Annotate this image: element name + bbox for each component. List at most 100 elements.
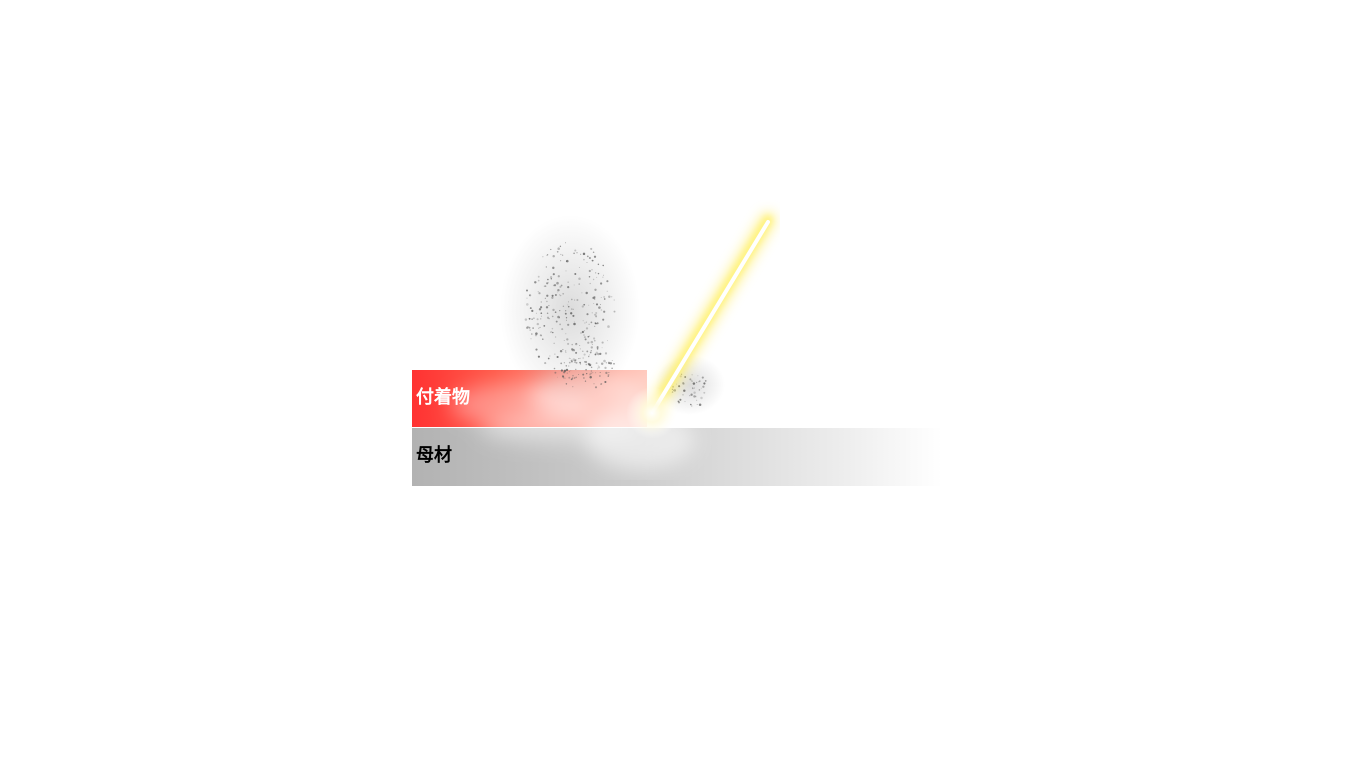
debris-particle	[529, 307, 532, 310]
debris-particle	[584, 360, 588, 364]
debris-particle	[565, 351, 567, 353]
debris-particle	[578, 267, 580, 268]
debris-particle	[586, 255, 589, 258]
debris-particle	[578, 277, 581, 281]
debris-particle	[547, 357, 550, 360]
debris-particle	[575, 343, 577, 345]
debris-particle	[551, 315, 554, 318]
debris-particle	[570, 348, 574, 351]
debris-particle	[575, 351, 578, 354]
debris-particle	[570, 312, 573, 315]
debris-particle	[593, 303, 595, 304]
debris-particle	[556, 250, 559, 253]
debris-particle	[539, 334, 542, 337]
debris-particle	[595, 315, 598, 318]
debris-particle	[595, 372, 597, 374]
base-material-label: 母材	[416, 445, 452, 466]
debris-particle	[594, 322, 597, 324]
debris-particle	[564, 312, 567, 315]
debris-particle	[696, 404, 698, 406]
debris-particle	[539, 326, 541, 328]
debris-particle	[698, 389, 701, 391]
debris-particle	[568, 361, 571, 364]
debris-particle	[579, 361, 581, 364]
debris-particle	[540, 301, 542, 303]
debris-particle	[546, 294, 549, 297]
debris-particle	[608, 362, 611, 365]
debris-particle	[691, 380, 693, 382]
debris-particle	[559, 245, 562, 248]
debris-particle	[682, 382, 685, 385]
debris-particle	[557, 247, 560, 250]
debris-particle	[590, 350, 592, 352]
debris-particle	[677, 400, 680, 403]
debris-particle	[575, 359, 577, 361]
debris-particle	[595, 314, 597, 316]
debris-particle	[582, 320, 584, 322]
debris-particle	[596, 276, 598, 278]
debris-particle	[693, 391, 696, 394]
debris-particle	[531, 318, 533, 320]
debris-particle	[613, 362, 615, 365]
debris-particle	[601, 347, 603, 349]
debris-particle	[605, 362, 608, 364]
debris-particle	[696, 381, 698, 383]
debris-particle	[595, 272, 597, 274]
debris-particle	[589, 351, 592, 354]
debris-particle	[585, 368, 587, 371]
debris-particle	[594, 325, 596, 328]
debris-particle	[544, 297, 546, 299]
debris-particle	[588, 323, 590, 325]
debris-particle	[603, 298, 606, 300]
debris-particle	[689, 395, 691, 397]
debris-particle	[559, 323, 561, 326]
debris-particle	[569, 358, 571, 360]
debris-particle	[583, 377, 585, 379]
debris-particle	[546, 282, 549, 285]
debris-particle	[603, 359, 606, 363]
debris-particle	[588, 304, 590, 306]
debris-particle	[535, 348, 538, 351]
debris-particle	[539, 318, 542, 320]
debris-particle	[560, 369, 564, 372]
debris-particle	[529, 329, 531, 331]
debris-particle	[557, 275, 560, 278]
debris-particle	[559, 285, 562, 288]
debris-particle	[578, 283, 580, 285]
debris-particle	[594, 339, 596, 342]
debris-particle	[571, 343, 573, 346]
deposit-label: 付着物	[416, 387, 470, 408]
debris-particle	[581, 292, 583, 294]
debris-particle	[607, 375, 610, 377]
debris-particle	[537, 291, 539, 293]
debris-particle	[596, 347, 599, 350]
debris-particle	[572, 308, 574, 310]
debris-particle	[697, 375, 699, 377]
debris-particle	[600, 362, 604, 365]
debris-particle	[691, 380, 693, 382]
debris-particle	[597, 263, 600, 266]
debris-particle	[573, 350, 576, 352]
debris-particle	[613, 310, 616, 313]
debris-particle	[586, 313, 589, 316]
debris-particle	[546, 316, 550, 319]
debris-particle	[584, 361, 586, 363]
debris-particle	[586, 372, 588, 375]
debris-particle	[575, 368, 577, 371]
debris-particle	[567, 281, 569, 283]
debris-particle	[581, 330, 585, 334]
debris-particle	[535, 312, 537, 314]
debris-particle	[562, 292, 565, 295]
debris-particle	[553, 367, 556, 370]
debris-particle	[587, 341, 590, 344]
debris-particle	[693, 395, 696, 398]
debris-particle	[588, 269, 591, 273]
debris-particle	[543, 285, 545, 287]
debris-particle	[554, 371, 557, 374]
debris-particle	[596, 322, 599, 325]
debris-particle	[556, 281, 559, 285]
debris-particle	[589, 373, 592, 376]
debris-particle	[570, 298, 573, 301]
debris-particle	[683, 389, 686, 392]
